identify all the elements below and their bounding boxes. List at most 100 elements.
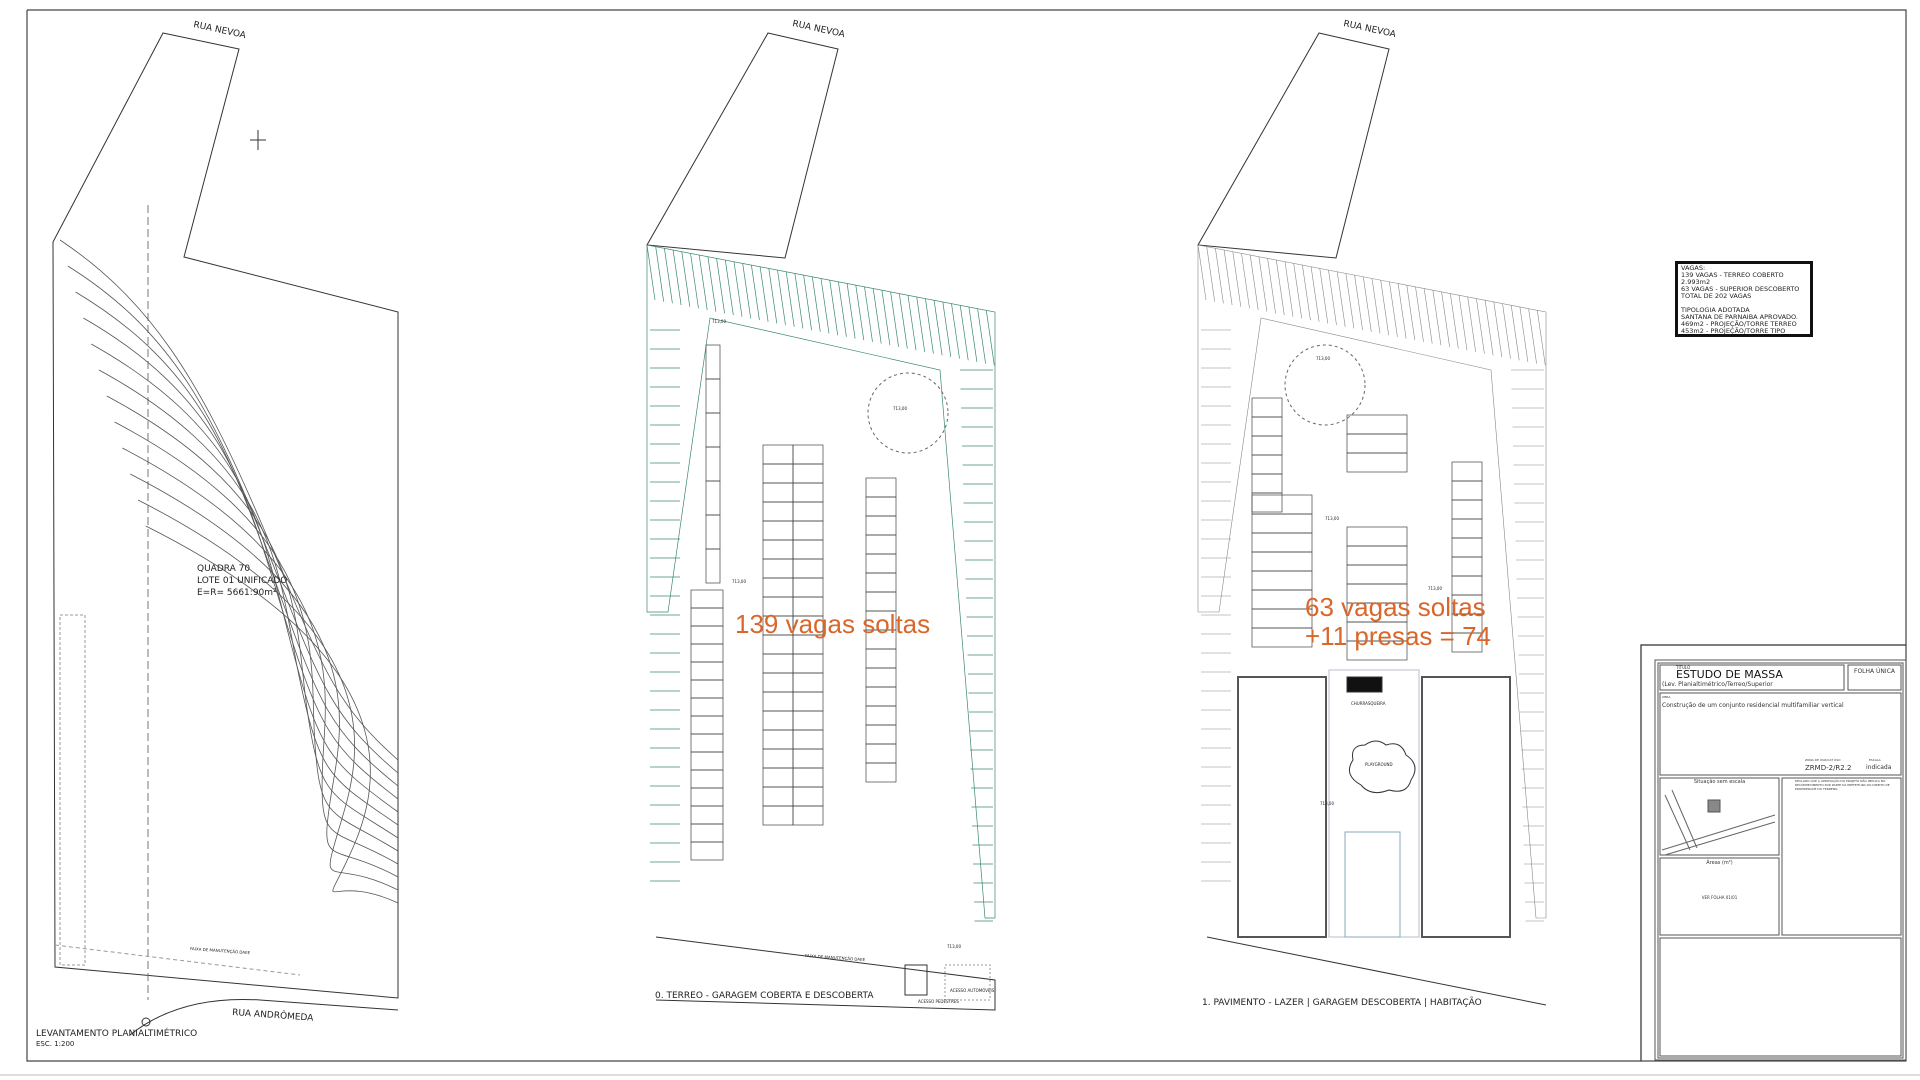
parking-stall	[792, 482, 824, 503]
roof-hatch-line	[690, 253, 699, 309]
parking-stall	[762, 444, 794, 465]
parking-stall	[690, 607, 724, 627]
parking-stall	[1251, 473, 1283, 494]
plan-title: 1. PAVIMENTO - LAZER | GARAGEM DESCOBERT…	[1202, 997, 1482, 1008]
tower-left	[1237, 676, 1327, 938]
parking-stall	[1346, 414, 1408, 435]
first-floor-plan	[1197, 32, 1547, 1006]
parking-stall	[1251, 570, 1313, 591]
parking-stall	[865, 743, 897, 764]
parking-stall	[762, 767, 794, 788]
contour-line	[59, 239, 399, 761]
roof-hatch-line	[759, 266, 769, 322]
barbecue-icon	[1346, 676, 1383, 693]
parking-note: 139 vagas soltas	[735, 609, 930, 639]
roof-hatch-line	[811, 276, 821, 332]
leisure-area	[1328, 669, 1420, 938]
roof-hatch-line	[881, 290, 891, 346]
roof-hatch-line	[1502, 303, 1511, 359]
roof-hatch-line	[1293, 263, 1302, 319]
roof-hatch-line	[1467, 296, 1476, 352]
first-floor-labels: RUA NEVOA 63 vagas soltas +11 presas = 7…	[1202, 19, 1491, 1008]
roof-hatch-line	[959, 305, 969, 361]
roof-hatch-line	[864, 286, 873, 342]
roof-outline	[1197, 244, 1547, 919]
parking-stall	[762, 558, 794, 579]
level-mark: 713,00	[712, 319, 726, 324]
roof-hatch-line	[1328, 270, 1337, 326]
parking-stall	[690, 661, 724, 681]
roof-outline	[646, 244, 996, 919]
summary-line: TOTAL DE 202 VAGAS	[1681, 292, 1752, 300]
parking-stall	[792, 539, 824, 560]
projection-line: 453m2 - PROJEÇÃO/TORRE TIPO	[1681, 327, 1786, 335]
street-label-bottom: RUA ANDRÔMEDA	[232, 1006, 315, 1024]
roof-hatch-line	[1528, 308, 1537, 364]
parking-stall	[865, 477, 897, 498]
parking-stall	[1451, 537, 1483, 558]
pedestrian-access-label: ACESSO PEDESTRES	[918, 999, 959, 1004]
parking-stall	[1251, 397, 1283, 418]
level-mark: 713,00	[1428, 586, 1442, 591]
parking-stall	[762, 520, 794, 541]
parking-stall	[1251, 492, 1283, 513]
contour-line	[145, 525, 399, 904]
parking-stall	[690, 589, 724, 609]
parking-stall	[865, 667, 897, 688]
playground-label: PLAYGROUND	[1365, 762, 1393, 767]
parking-stall	[762, 482, 794, 503]
parking-stall	[690, 715, 724, 735]
parking-stall	[690, 679, 724, 699]
roof-hatch-line	[1484, 300, 1494, 356]
roof-hatch-line	[1302, 265, 1311, 321]
roof-hatch-line	[1519, 306, 1529, 363]
work-label: OBRA	[1662, 695, 1671, 699]
summary-line: 139 VAGAS - TERREO COBERTO 2.993m2	[1681, 271, 1784, 286]
parking-stall	[792, 729, 824, 750]
parking-stall	[792, 805, 824, 826]
parking-stall	[1251, 532, 1313, 553]
roof-hatch-line	[794, 273, 804, 329]
parking-stall	[705, 378, 721, 414]
zone-label: ZONA DE USO/CAT USO	[1805, 758, 1841, 762]
roof-hatch-line	[1232, 251, 1242, 307]
sheet-frame	[26, 9, 1907, 1062]
roof-hatch-line	[1267, 258, 1276, 314]
roof-hatch-line	[977, 308, 986, 364]
declaration: DECLARO QUE A APROVAÇÃO DO PROJETO NÃO I…	[1795, 779, 1890, 791]
street-label-top: RUA NEVOA	[791, 19, 846, 40]
roof-hatch-line	[1510, 305, 1520, 361]
parking-stall	[1346, 545, 1408, 566]
roof-hatch-line	[1310, 266, 1320, 322]
typology-heading: TIPOLOGIA ADOTADA	[1681, 306, 1750, 314]
roof-hatch-line	[1241, 253, 1250, 309]
typology: SANTANA DE PARNAIBA APROVADO.	[1681, 313, 1798, 321]
parking-stall	[762, 786, 794, 807]
parking-stall	[690, 841, 724, 861]
work-description: Construção de um conjunto residencial mu…	[1662, 702, 1844, 709]
roof-hatch-line	[985, 310, 995, 366]
subtitle: (Lev. Planialtimétrico/Terreo/Superior	[1662, 681, 1773, 688]
roof-hatch-line	[803, 275, 812, 331]
lot-boundary	[52, 32, 399, 999]
roof-hatch-line	[838, 281, 847, 337]
parking-stall	[865, 534, 897, 555]
parking-stall	[1251, 627, 1313, 648]
ground-floor-plan	[646, 32, 996, 1011]
parking-stall	[690, 697, 724, 717]
playground-icon	[1348, 740, 1416, 794]
parking-stall	[762, 672, 794, 693]
parking-stall	[762, 805, 794, 826]
roof-hatch-line	[716, 258, 725, 314]
parking-stall	[690, 787, 724, 807]
roof-hatch-line	[1389, 281, 1398, 337]
roof-hatch-line	[1397, 283, 1407, 339]
survey-labels: RUA NEVOA RUA ANDRÔMEDA QUADRA 70 LOTE 0…	[36, 20, 315, 1048]
parking-stall	[1251, 454, 1283, 475]
roof-hatch-line	[855, 285, 865, 341]
parking-stall	[792, 444, 824, 465]
roof-hatch-line	[898, 293, 908, 349]
parking-stall	[865, 705, 897, 726]
parking-stalls	[690, 344, 897, 861]
roof-hatch-line	[1197, 244, 1207, 301]
